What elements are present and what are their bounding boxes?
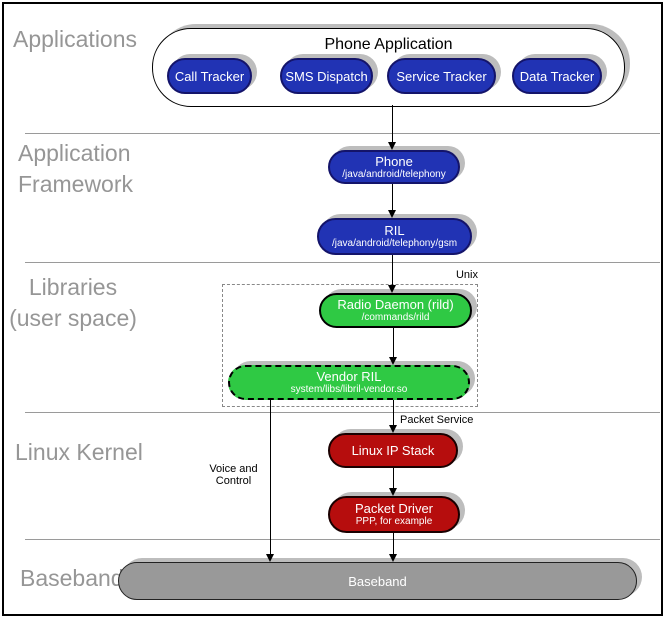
arrow-vendor-ril-to-ip-stack-line <box>393 400 394 426</box>
node-phone: Phone /java/android/telephony <box>328 150 460 184</box>
node-linux-ip-stack: Linux IP Stack <box>328 433 458 468</box>
arrow-phone-to-ril-line <box>392 184 393 211</box>
label-voice-and-control: Voice and Control <box>202 463 265 487</box>
node-vendor-ril-path: system/libs/libril-vendor.so <box>290 384 408 395</box>
label-voice-and-control-line2: Control <box>215 475 252 487</box>
arrow-ip-stack-to-packet-driver-line <box>393 468 394 489</box>
node-packet-driver-title: Packet Driver <box>354 501 434 516</box>
layer-separator-4 <box>25 539 660 540</box>
node-ril: RIL /java/android/telephony/gsm <box>317 218 472 255</box>
layer-separator-1 <box>25 133 660 134</box>
unix-label: Unix <box>455 269 478 281</box>
app-pill-data-tracker: Data Tracker <box>512 58 602 94</box>
node-ril-path: /java/android/telephony/gsm <box>331 238 458 249</box>
app-pill-data-tracker-label: Data Tracker <box>519 68 595 84</box>
arrow-ip-stack-to-packet-driver-head <box>389 488 397 496</box>
layer-label-applications: Applications <box>13 26 138 52</box>
node-packet-driver-path: PPP, for example <box>355 516 433 527</box>
node-packet-driver: Packet Driver PPP, for example <box>328 496 460 533</box>
layer-separator-2 <box>25 262 660 263</box>
arrow-container-to-phone-line <box>392 105 393 143</box>
label-packet-service: Packet Service <box>400 414 474 426</box>
app-pill-call-tracker: Call Tracker <box>167 58 252 94</box>
app-pill-sms-dispatch-label: SMS Dispatch <box>285 68 368 84</box>
layer-label-libraries-line2: (user space) <box>9 305 137 331</box>
arrow-packet-driver-to-baseband-head <box>389 554 397 562</box>
node-phone-title: Phone <box>375 153 413 169</box>
arrow-radio-daemon-to-vendor-ril-head <box>389 357 397 365</box>
layer-separator-3 <box>25 412 660 413</box>
app-pill-service-tracker-label: Service Tracker <box>396 68 487 84</box>
node-radio-daemon-title: Radio Daemon (rild) <box>337 297 454 312</box>
node-vendor-ril-title: Vendor RIL <box>316 369 382 384</box>
node-radio-daemon-path: /commands/rild <box>361 312 430 323</box>
app-pill-sms-dispatch: SMS Dispatch <box>280 58 373 94</box>
layer-label-framework-line2: Framework <box>18 171 134 197</box>
node-phone-path: /java/android/telephony <box>342 168 446 180</box>
arrow-vendor-ril-to-baseband-line <box>270 400 271 555</box>
node-vendor-ril: Vendor RIL system/libs/libril-vendor.so <box>228 365 470 400</box>
node-radio-daemon: Radio Daemon (rild) /commands/rild <box>319 293 472 328</box>
layer-label-libraries: Libraries (user space) <box>8 272 138 334</box>
node-linux-ip-stack-title: Linux IP Stack <box>351 443 435 458</box>
arrow-vendor-ril-to-ip-stack-head <box>389 425 397 433</box>
app-pill-call-tracker-label: Call Tracker <box>174 68 245 84</box>
node-baseband-title: Baseband <box>348 573 407 589</box>
label-voice-and-control-line1: Voice and <box>209 463 258 475</box>
arrow-ril-to-radio-daemon-head <box>388 285 396 293</box>
layer-label-libraries-line1: Libraries <box>28 274 118 300</box>
arrow-radio-daemon-to-vendor-ril-line <box>393 328 394 358</box>
layer-label-framework-line1: Application <box>18 140 131 166</box>
phone-application-title: Phone Application <box>324 36 453 53</box>
arrow-phone-to-ril-head <box>388 210 396 218</box>
arrow-vendor-ril-to-baseband-head <box>266 554 274 562</box>
layer-label-baseband: Baseband <box>20 565 124 591</box>
arrow-ril-to-radio-daemon-line <box>392 255 393 286</box>
arrow-packet-driver-to-baseband-line <box>393 533 394 555</box>
layer-label-application-framework: Application Framework <box>18 138 133 200</box>
arrow-container-to-phone-head <box>388 142 396 150</box>
layer-label-linux-kernel: Linux Kernel <box>15 439 143 465</box>
node-baseband: Baseband <box>118 562 637 600</box>
node-ril-title: RIL <box>384 223 405 238</box>
app-pill-service-tracker: Service Tracker <box>387 58 496 94</box>
unix-group-box <box>222 284 478 407</box>
